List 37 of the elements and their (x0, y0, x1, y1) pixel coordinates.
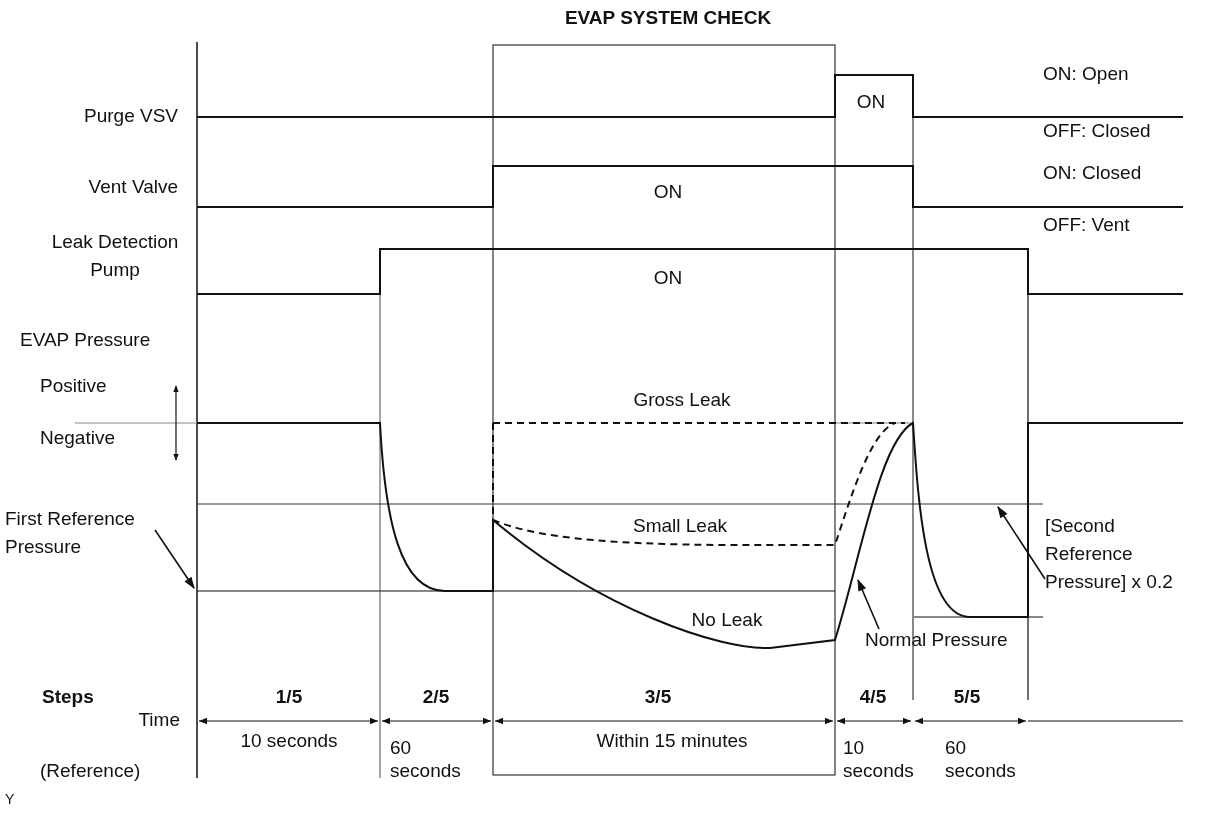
step-number: 1/5 (274, 685, 304, 709)
step-number: 5/5 (952, 685, 982, 709)
step-number: 4/5 (858, 685, 888, 709)
duration-label: Within 15 minutes (595, 729, 749, 753)
curve-label: Gross Leak (632, 388, 732, 412)
step-number: 3/5 (643, 685, 673, 709)
signal-name: Leak Detection Pump (50, 230, 180, 282)
state-label: ON (855, 90, 887, 114)
duration-label: 60 seconds (945, 736, 1017, 782)
callout-text: Normal Pressure (865, 626, 1008, 654)
leader-line (154, 529, 195, 589)
callout-text: First Reference Pressure (5, 505, 155, 561)
state-label: ON (652, 180, 684, 204)
signal-name: Vent Valve (87, 175, 178, 199)
duration-label: 60 seconds (390, 736, 462, 782)
pressure-label: Positive (40, 374, 108, 398)
state-label: ON (652, 266, 684, 290)
state-note: OFF: Closed (1043, 119, 1152, 143)
figure-code: Y (5, 790, 16, 809)
state-note: OFF: Vent (1043, 213, 1131, 237)
signal-name: Purge VSV (83, 104, 178, 128)
state-note: ON: Closed (1043, 161, 1143, 185)
duration-label: 10 seconds (239, 729, 339, 753)
step-number: 2/5 (421, 685, 451, 709)
callout-text: [Second Reference Pressure] x 0.2 (1045, 512, 1200, 596)
pressure-label: Negative (40, 426, 116, 450)
leader-line (857, 578, 880, 630)
curve-label: No Leak (690, 608, 764, 632)
signal-name: EVAP Pressure (20, 328, 152, 352)
row-heading: Time (137, 708, 180, 732)
diagram-title: EVAP SYSTEM CHECK (563, 6, 773, 30)
state-note: ON: Open (1043, 62, 1130, 86)
leader-line (997, 506, 1046, 580)
row-heading: (Reference) (40, 759, 142, 783)
curve-label: Small Leak (632, 514, 728, 538)
duration-label: 10 seconds (843, 736, 915, 782)
row-heading: Steps (42, 685, 95, 709)
